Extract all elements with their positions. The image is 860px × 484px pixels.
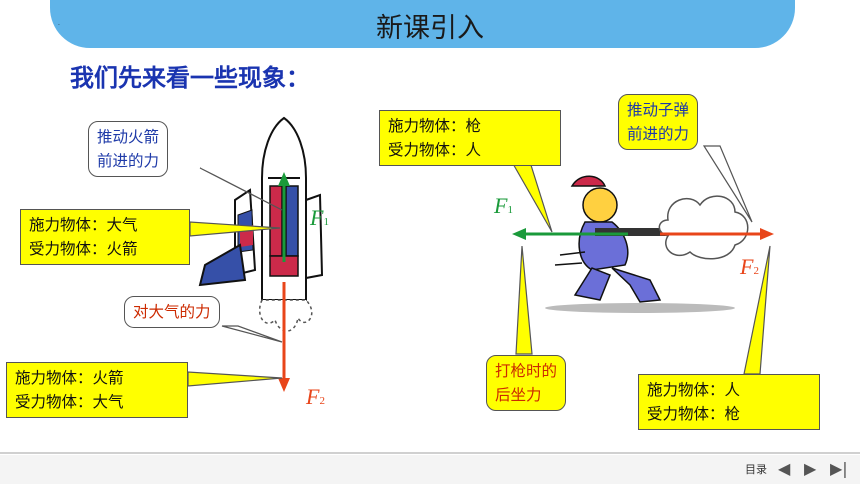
callout-gun-f1: 施力物体：枪 受力物体：人 [379,110,561,166]
callout-line: 推动火箭 [97,128,160,146]
callout-rocket-f1: 施力物体：大气 受力物体：火箭 [20,209,190,265]
callout-line: 前进的力 [97,152,160,170]
footer-bar [0,455,860,484]
toc-link[interactable]: 目录 [745,463,767,476]
shooter-illustration [545,175,749,313]
callout-gun-f2: 施力物体：人 受力物体：枪 [638,374,820,430]
banner-dot: · [58,22,60,29]
callout-line: 施力物体：大气 [29,216,138,234]
page-title: 新课引入 [376,13,484,44]
last-slide-icon[interactable]: ▶| [830,459,848,478]
callout-line: 受力物体：人 [388,141,482,159]
footer-divider [0,452,860,454]
callout-rocket-thrust: 推动火箭 前进的力 [88,121,169,177]
rocket-f1-label: F1 [310,205,329,230]
callout-line: 施力物体：火箭 [15,369,124,387]
callout-line: 对大气的力 [133,303,211,321]
callout-line: 受力物体：大气 [15,393,124,411]
gun-f2-label: F2 [740,254,759,279]
callout-rocket-reaction: 对大气的力 [124,296,220,328]
callout-rocket-f2: 施力物体：火箭 受力物体：大气 [6,362,188,418]
title-banner [50,0,795,48]
prev-slide-icon[interactable]: ◀ [778,459,791,478]
next-slide-icon[interactable]: ▶ [804,459,817,478]
callout-line: 施力物体：人 [647,381,741,399]
callout-line: 推动子弹 [627,101,690,119]
callout-gun-recoil: 打枪时的 后坐力 [486,355,567,411]
gun-f1-label: F1 [494,193,513,218]
rocket-f2-label: F2 [306,384,325,409]
callout-gun-push: 推动子弹 前进的力 [618,94,699,150]
callout-line: 打枪时的 [495,362,558,380]
callout-line: 前进的力 [627,125,690,143]
callout-line: 受力物体：火箭 [29,240,138,258]
callout-line: 施力物体：枪 [388,117,482,135]
section-heading: 我们先来看一些现象： [70,64,310,92]
callout-line: 受力物体：枪 [647,405,741,423]
callout-line: 后坐力 [495,386,542,404]
